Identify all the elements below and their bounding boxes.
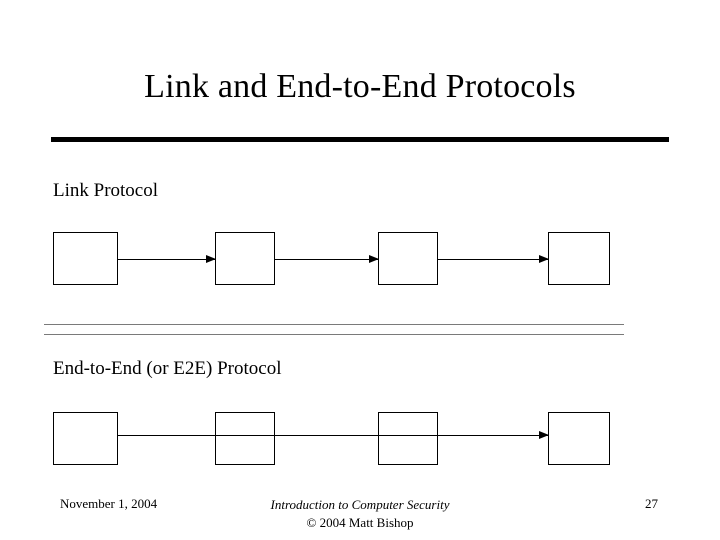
e2e-node-box-2 bbox=[215, 412, 275, 465]
link-node-box-1 bbox=[53, 232, 118, 285]
link-node-box-4 bbox=[548, 232, 610, 285]
footer-page-number: 27 bbox=[645, 496, 658, 511]
link-arrow-3 bbox=[438, 255, 549, 263]
link-arrow-2 bbox=[275, 255, 379, 263]
e2e-node-box-1 bbox=[53, 412, 118, 465]
section-divider-bottom bbox=[44, 334, 624, 335]
e2e-node-box-3 bbox=[378, 412, 438, 465]
footer-course-title: Introduction to Computer Security bbox=[270, 497, 450, 512]
link-arrow-1 bbox=[118, 255, 216, 263]
e2e-arrow-1 bbox=[118, 431, 549, 439]
section-label-link-protocol: Link Protocol bbox=[53, 180, 159, 201]
section-divider-top bbox=[44, 324, 624, 325]
footer-center: Introduction to Computer Security © 2004… bbox=[0, 496, 720, 531]
title-divider-rule bbox=[51, 137, 669, 142]
section-label-end-to-end-protocol: End-to-End (or E2E) Protocol bbox=[53, 358, 282, 379]
page-title: Link and End-to-End Protocols bbox=[144, 68, 576, 105]
footer-date: November 1, 2004 bbox=[60, 496, 158, 511]
e2e-node-box-4 bbox=[548, 412, 610, 465]
link-node-box-2 bbox=[215, 232, 275, 285]
link-node-box-3 bbox=[378, 232, 438, 285]
footer-copyright: © 2004 Matt Bishop bbox=[306, 514, 414, 530]
